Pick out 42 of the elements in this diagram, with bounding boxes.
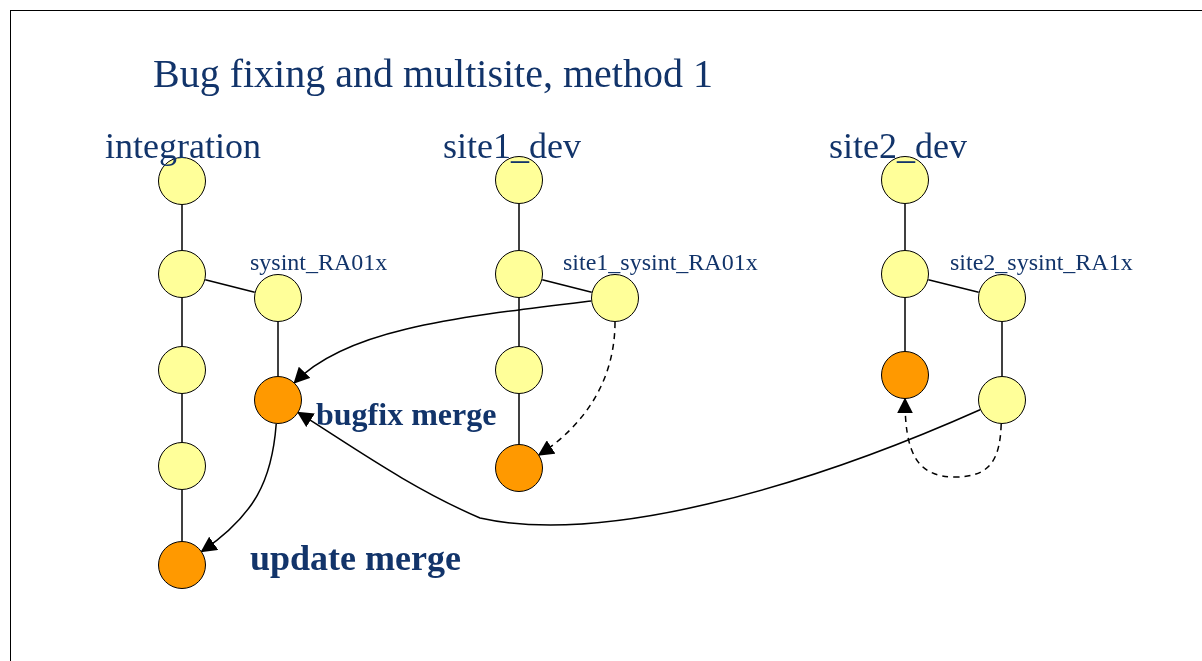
merge-commit-circle xyxy=(881,351,929,399)
slide-title: Bug fixing and multisite, method 1 xyxy=(153,50,713,97)
branch-name: site2_dev xyxy=(829,128,967,164)
commit-circle xyxy=(881,250,929,298)
merge-arrow xyxy=(297,409,981,526)
commit-circle xyxy=(978,376,1026,424)
commit-circle xyxy=(254,274,302,322)
commit-circle xyxy=(591,274,639,322)
branch-line xyxy=(181,204,183,251)
branch-name: sysint_RA01x xyxy=(250,250,388,274)
merge-arrow xyxy=(293,300,592,384)
branch-name: site1_dev xyxy=(443,128,581,164)
merge-commit-circle xyxy=(158,541,206,589)
merge-arrow xyxy=(200,423,277,553)
branch-line xyxy=(181,297,183,347)
branch-line xyxy=(518,393,520,445)
branch-name: integration xyxy=(105,128,261,164)
branch-line xyxy=(904,203,906,251)
commit-circle xyxy=(158,442,206,490)
branch-line xyxy=(181,489,183,542)
branch-name: site2_sysint_RA1x xyxy=(950,250,1133,274)
branch-line xyxy=(1001,321,1003,377)
branch-line xyxy=(904,297,906,352)
merge-arrow xyxy=(897,397,1002,478)
commit-circle xyxy=(495,346,543,394)
merge-arrow xyxy=(537,321,616,456)
merge-label: update merge xyxy=(250,540,461,576)
commit-circle xyxy=(158,346,206,394)
branch-line xyxy=(204,279,256,293)
branch-line xyxy=(518,297,520,347)
commit-circle xyxy=(158,250,206,298)
commit-circle xyxy=(978,274,1026,322)
branch-line xyxy=(518,203,520,251)
commit-circle xyxy=(495,250,543,298)
merge-label: bugfix merge xyxy=(316,398,497,430)
merge-commit-circle xyxy=(495,444,543,492)
branch-line xyxy=(541,279,593,293)
branch-line xyxy=(277,321,279,377)
branch-line xyxy=(181,393,183,443)
branch-line xyxy=(927,279,980,293)
merge-commit-circle xyxy=(254,376,302,424)
branch-name: site1_sysint_RA01x xyxy=(563,250,758,274)
